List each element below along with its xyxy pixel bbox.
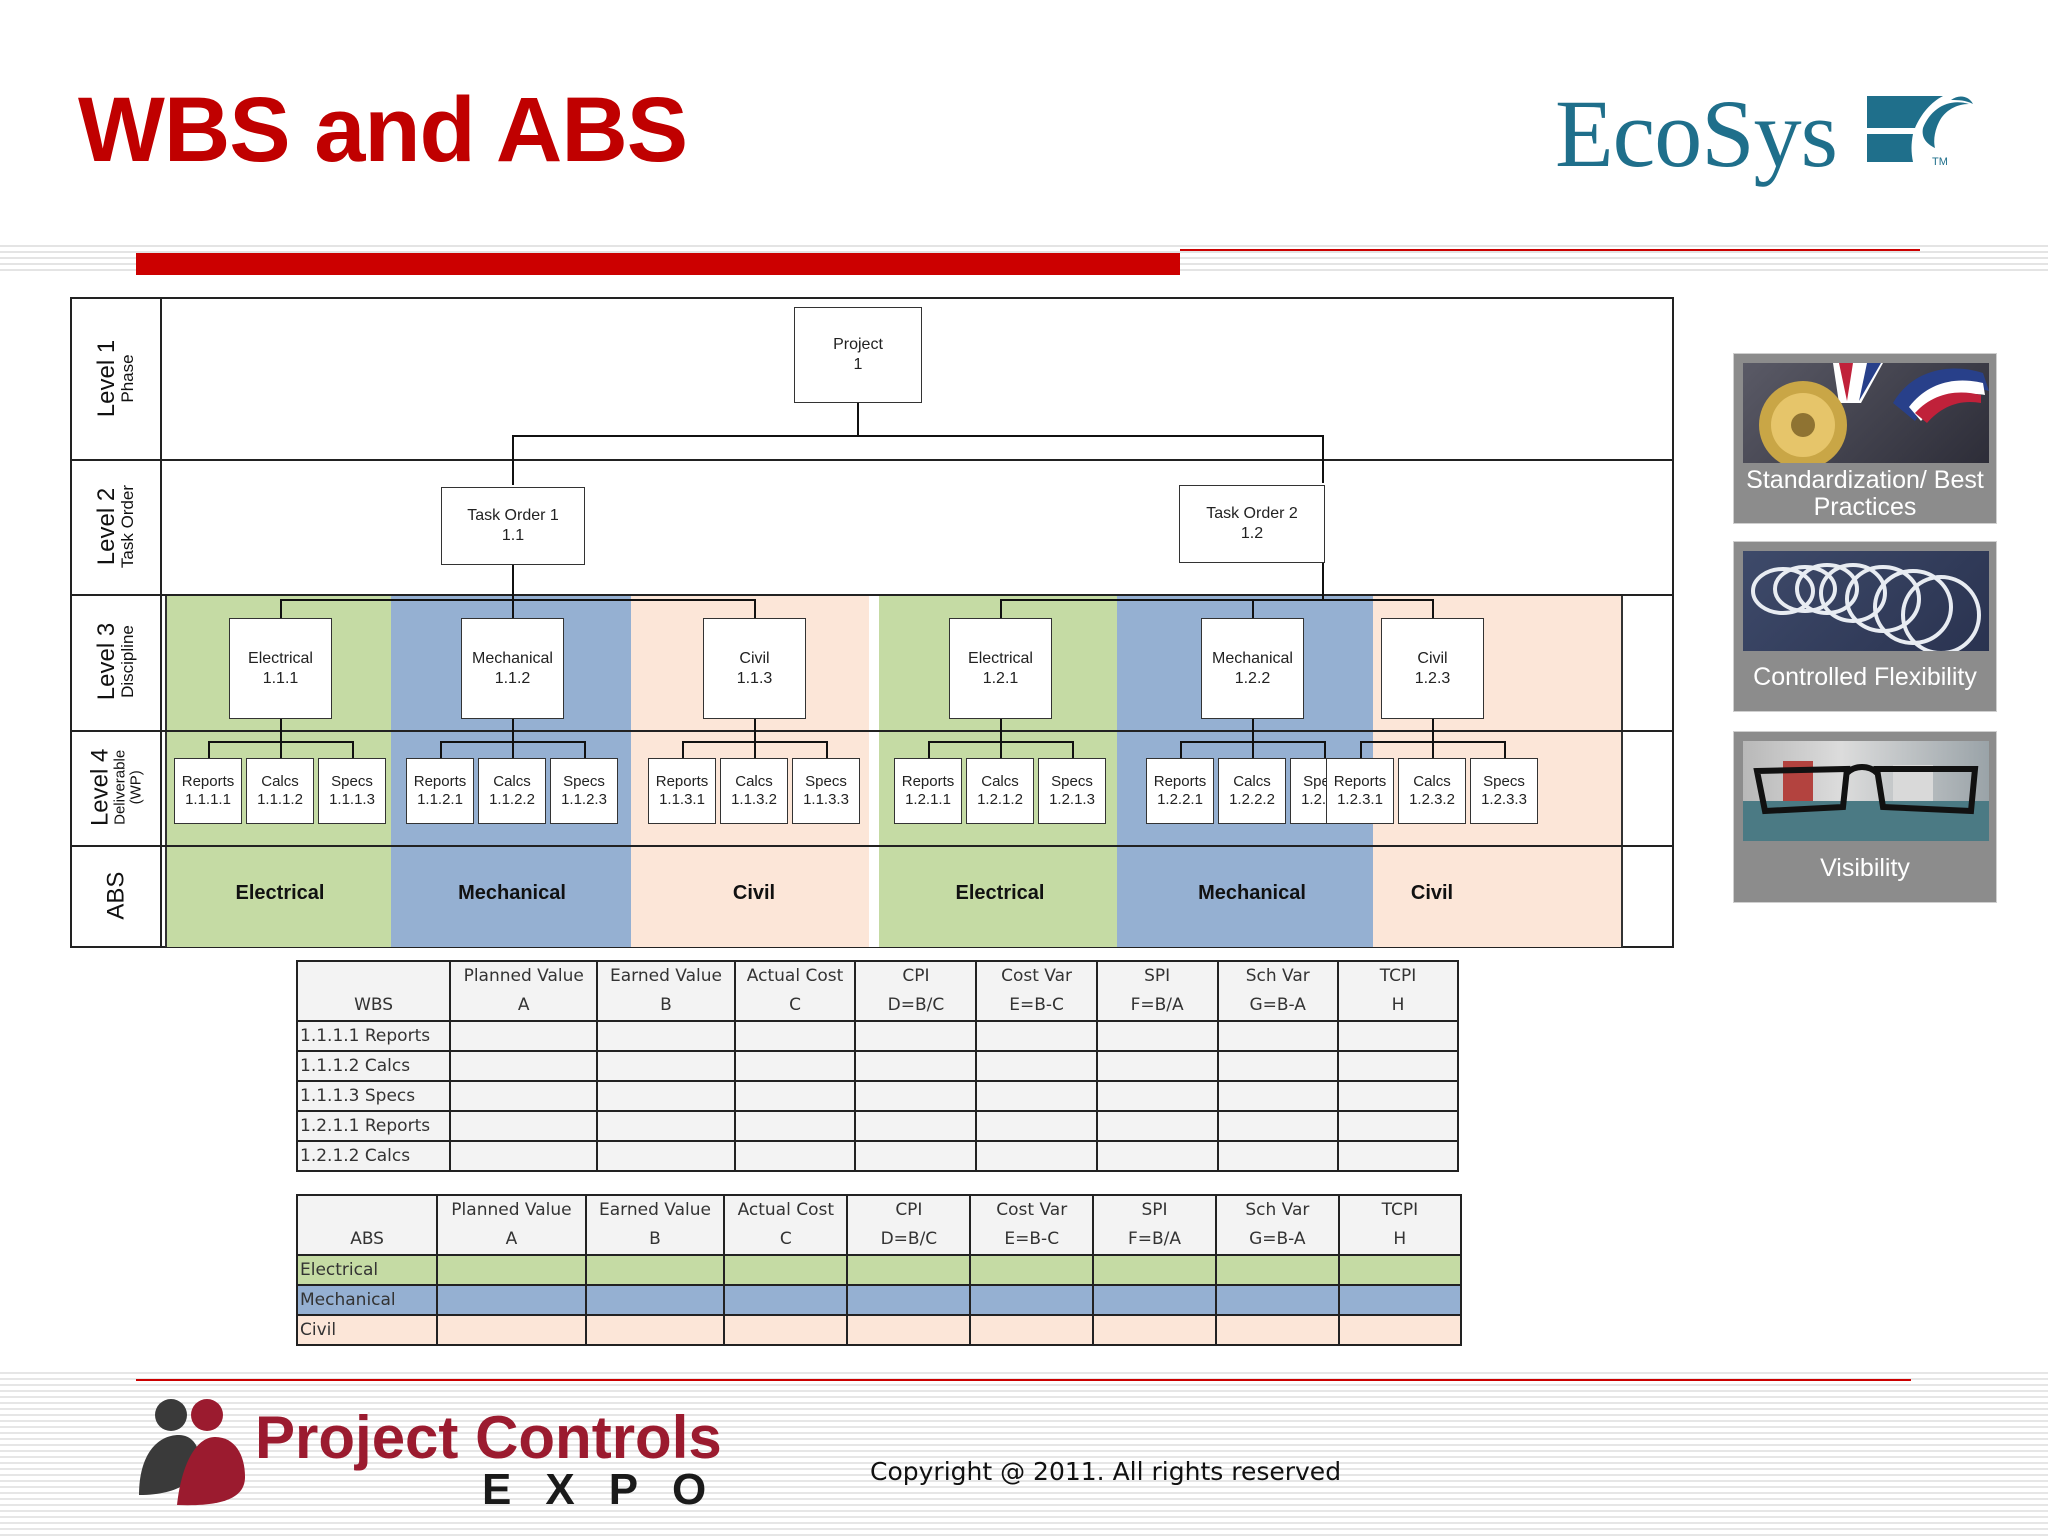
abs-discipline-label: Mechanical <box>1198 882 1306 904</box>
abs-col-header: ABS <box>295 1194 439 1256</box>
project-controls-expo-logo: Project Controls EXPO <box>137 1395 767 1515</box>
side-panel-standardization: Standardization/ Best Practices <box>1733 353 1997 524</box>
wbs-table-row: 1.2.1.1 Reports <box>295 1109 1460 1142</box>
copyright-notice: Copyright @ 2011. All rights reserved <box>870 1457 1342 1486</box>
abs-discipline-label: Mechanical <box>458 882 566 904</box>
abs-row-electrical: Electrical <box>295 1253 1463 1286</box>
wbs-col-header: WBS <box>295 960 452 1022</box>
abs-discipline-label: Civil <box>732 882 776 904</box>
footer-divider <box>136 1379 1911 1381</box>
wbs-table-row: 1.1.1.3 Specs <box>295 1079 1460 1112</box>
abs-row-mechanical: Mechanical <box>295 1283 1463 1316</box>
ecosys-wave-icon <box>1867 96 1973 162</box>
eyeglasses-icon <box>1743 741 1989 841</box>
ecosys-logo: EcoSys <box>1555 78 1975 198</box>
footer-logo-expo: EXPO <box>482 1465 741 1514</box>
footer-logo-title: Project Controls <box>255 1404 722 1471</box>
abs-discipline-label: Electrical <box>955 882 1045 904</box>
abs-row-civil: Civil <box>295 1313 1463 1346</box>
side-caption-standardization: Standardization/ Best Practices <box>1746 466 1984 521</box>
wbs-table-row: 1.1.1.1 Reports <box>295 1019 1460 1052</box>
abs-discipline-label: Electrical <box>235 882 325 904</box>
slide-title: WBS and ABS <box>78 79 688 181</box>
abs-row-label: ABS <box>102 871 130 920</box>
title-underline-bar <box>136 253 1180 275</box>
wbs-table-row: 1.2.1.2 Calcs <box>295 1139 1460 1172</box>
side-panel-visibility: Visibility <box>1733 731 1997 903</box>
spring-coil-icon <box>1743 551 1989 651</box>
side-panel-flexibility: Controlled Flexibility <box>1733 541 1997 712</box>
footer-stripes <box>0 1372 2048 1536</box>
wbs-table-row: 1.1.1.2 Calcs <box>295 1049 1460 1082</box>
medal-icon <box>1743 363 1989 463</box>
side-caption-flexibility: Controlled Flexibility <box>1753 663 1977 691</box>
people-icon <box>139 1399 245 1506</box>
abs-discipline-label: Civil <box>1410 882 1454 904</box>
trademark-mark: TM <box>1932 156 1948 168</box>
title-underline-line <box>1180 249 1920 251</box>
ecosys-logo-text: EcoSys <box>1555 80 1838 187</box>
side-caption-visibility: Visibility <box>1820 854 1910 882</box>
